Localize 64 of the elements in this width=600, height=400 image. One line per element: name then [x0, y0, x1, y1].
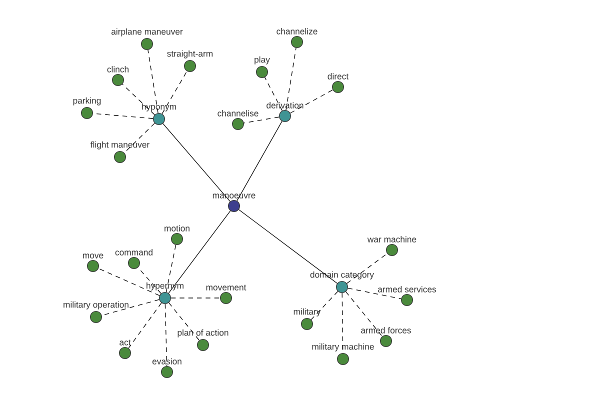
node-label: airplane maneuver [111, 28, 183, 36]
node-label: flight maneuver [90, 141, 150, 150]
connector-line [264, 76, 283, 112]
connector-line [345, 291, 383, 337]
graph-node: war machine [367, 236, 416, 256]
graph-node: parking [73, 97, 101, 119]
connector-line [128, 302, 162, 348]
graph-node: derivation [266, 102, 304, 122]
node-label: move [82, 254, 104, 258]
connector-line [238, 209, 338, 284]
graph-node: airplane maneuver [111, 28, 183, 50]
graph-node: play [254, 56, 270, 78]
node-label: parking [73, 97, 101, 106]
node-label: derivation [266, 102, 304, 108]
graph-node: command [115, 249, 152, 269]
graph-node: military [294, 308, 321, 330]
connector-line [148, 50, 158, 114]
graph-node: motion [164, 225, 190, 245]
graph-node: act [119, 340, 131, 359]
connector-line [122, 84, 155, 116]
node-label: plan of action [178, 329, 228, 338]
connector-line [162, 123, 230, 202]
graph-node: movement [206, 284, 246, 304]
node-label: movement [206, 284, 246, 290]
node-label: play [254, 56, 270, 64]
node-label: evasion [152, 358, 182, 364]
graph-node: military operation [64, 301, 128, 323]
node-label: channelise [218, 110, 258, 116]
graph-node: flight maneuver [90, 141, 150, 163]
node-label: direct [328, 73, 349, 80]
graph-node: channelize [276, 28, 318, 48]
node-label: military [294, 308, 321, 316]
connector-line [286, 48, 296, 110]
node-label: motion [164, 225, 190, 232]
node-label: clinch [107, 66, 128, 72]
connector-line [348, 288, 402, 300]
connector-line [164, 304, 168, 366]
connector-line [244, 116, 280, 124]
connector-line [168, 302, 200, 341]
connector-line [124, 122, 156, 154]
graph-node: move [82, 254, 104, 272]
connector-line [310, 291, 338, 320]
node-label: armed forces [361, 327, 411, 334]
graph-node: channelise [218, 110, 258, 130]
node-label: armed services [378, 286, 436, 292]
node-label: war machine [367, 236, 416, 242]
connector-line [168, 210, 231, 294]
connector-line [98, 268, 160, 296]
connector-line [346, 253, 388, 284]
graph-node: plan of action [178, 329, 228, 351]
node-label: command [115, 249, 152, 256]
graph-node: evasion [152, 358, 182, 378]
node-label: military operation [64, 301, 128, 310]
connector-line [236, 120, 282, 202]
connector-line [290, 90, 334, 114]
connector-line [166, 244, 176, 292]
graph-node: direct [328, 73, 349, 93]
connector-line [162, 70, 188, 114]
node-label: channelize [276, 28, 318, 34]
graph-node: armed services [378, 286, 436, 306]
node-label: straight-arm [167, 50, 213, 58]
node-label: act [120, 340, 131, 346]
graph-node: clinch [107, 66, 128, 86]
graph-node: straight-arm [167, 50, 213, 72]
